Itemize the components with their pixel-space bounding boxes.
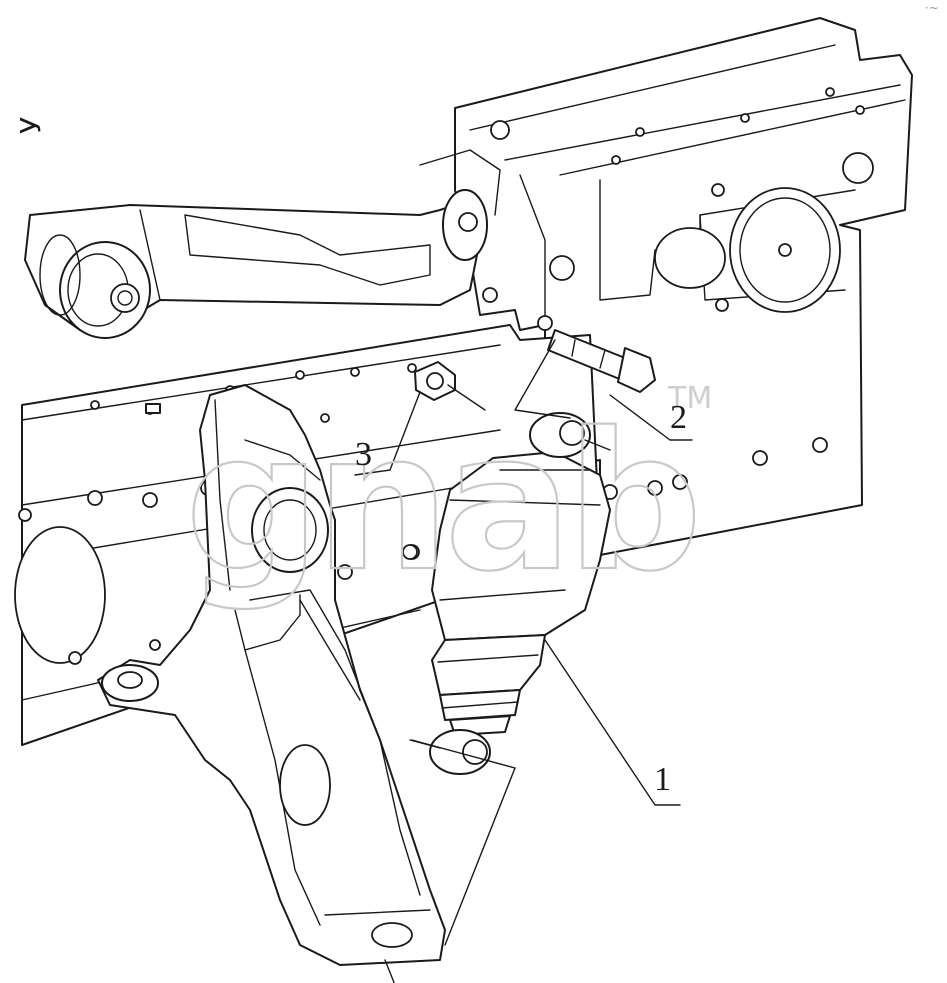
watermark-text: gnab <box>185 392 697 613</box>
bolt <box>547 329 656 393</box>
callout-3: 3 <box>355 436 372 473</box>
corner-mark: ·~ <box>925 1 939 15</box>
leader-lines <box>354 339 693 946</box>
callout-2: 2 <box>670 399 687 436</box>
shock-absorber <box>429 412 611 775</box>
watermark-trademark: TM <box>667 381 712 416</box>
watermark: gnab TM <box>184 381 712 614</box>
lower-mounting-bracket <box>97 384 446 966</box>
left-edge-mark: У <box>14 117 47 134</box>
callout-1: 1 <box>654 761 671 798</box>
suspension-arm <box>24 149 501 339</box>
nut <box>414 361 456 401</box>
